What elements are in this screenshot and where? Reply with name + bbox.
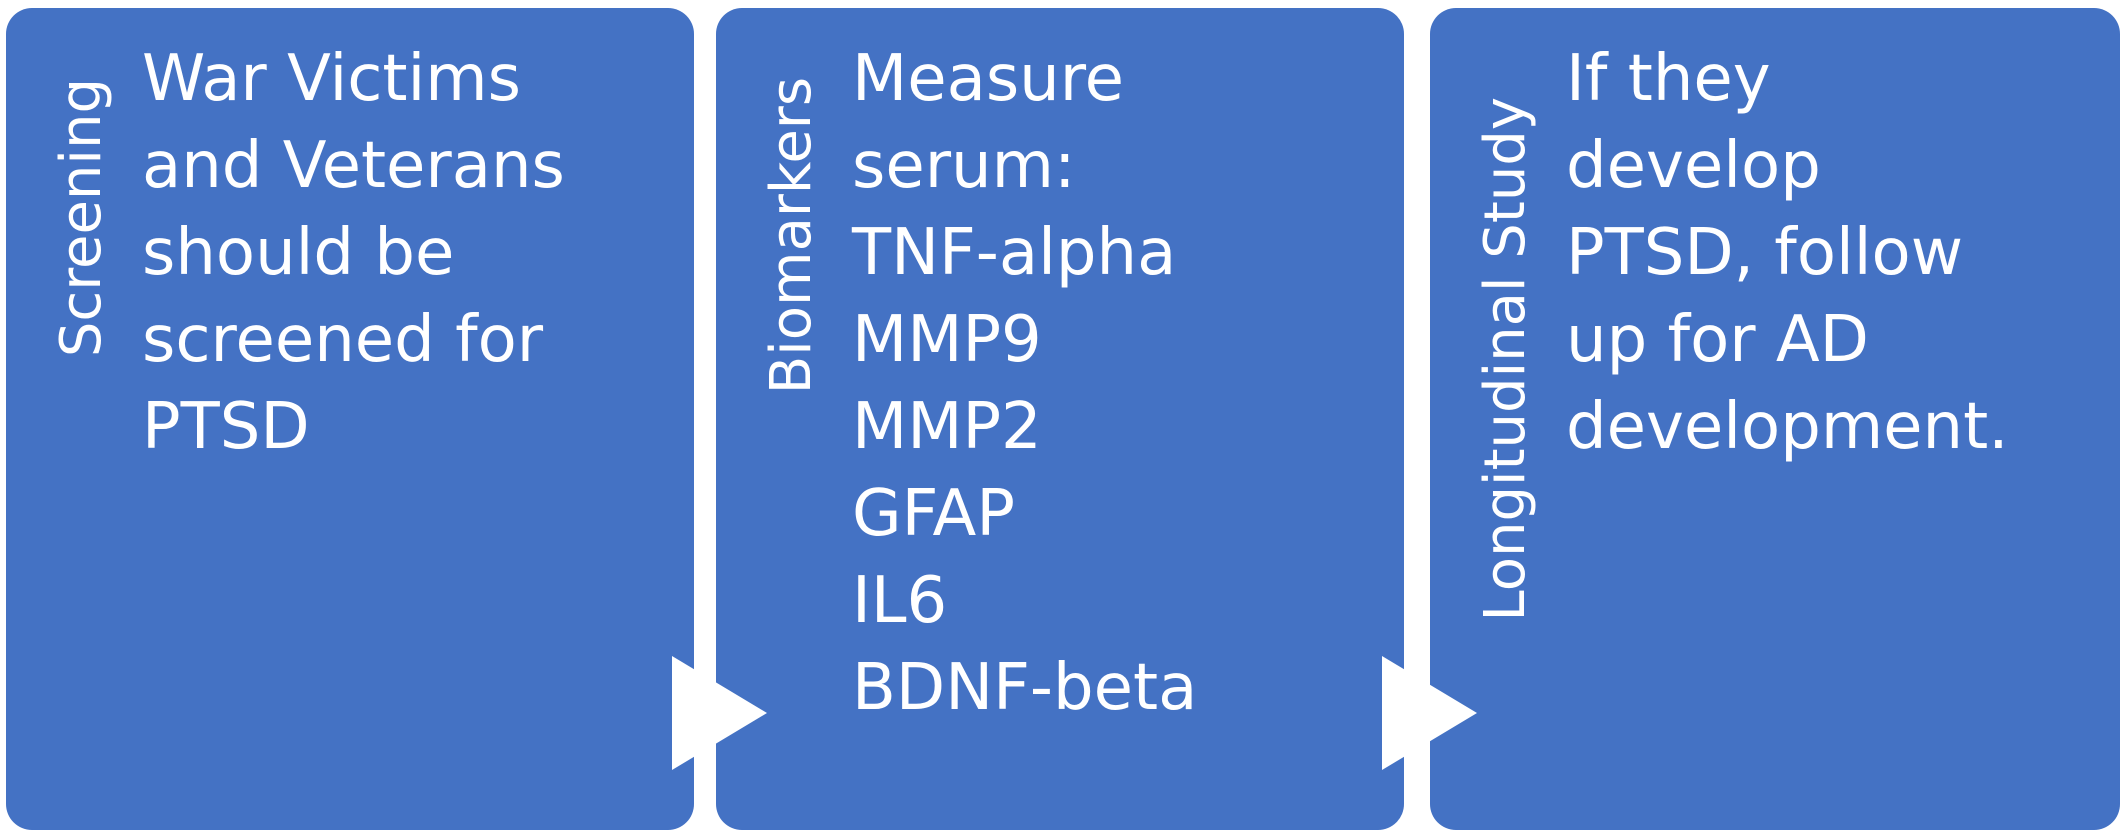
step-biomarkers-title-text: Biomarkers xyxy=(759,76,824,395)
step-longitudinal-study-line: up for AD xyxy=(1566,303,1869,377)
step-longitudinal-study-box: Longitudinal Study If they develop PTSD,… xyxy=(1430,8,2120,830)
step-longitudinal-study-title: Longitudinal Study xyxy=(1468,38,1544,680)
step-longitudinal-study-line: develop xyxy=(1566,129,1821,203)
flow-arrow-right-icon xyxy=(1382,656,1477,770)
step-screening-box: Screening War Victims and Veterans shoul… xyxy=(6,8,694,830)
biomarker-item: IL6 xyxy=(852,564,948,638)
step-screening-line: and Veterans xyxy=(142,129,565,203)
step-screening-line: PTSD xyxy=(142,390,310,464)
step-screening-title-text: Screening xyxy=(49,78,114,358)
step-screening-line: screened for xyxy=(142,303,544,377)
biomarker-item: GFAP xyxy=(852,477,1015,551)
step-longitudinal-study-line: PTSD, follow xyxy=(1566,216,1964,290)
step-screening-line: should be xyxy=(142,216,455,290)
step-screening-title: Screening xyxy=(44,38,120,398)
step-biomarkers-box: Biomarkers Measure serum: TNF-alpha MMP9… xyxy=(716,8,1404,830)
biomarker-item: BDNF-beta xyxy=(852,651,1198,725)
step-longitudinal-study-line: development. xyxy=(1566,390,2009,464)
step-biomarkers-title: Biomarkers xyxy=(754,38,830,433)
step-longitudinal-study-line: If they xyxy=(1566,42,1771,116)
step-screening-content: War Victims and Veterans should be scree… xyxy=(142,36,682,471)
step-longitudinal-study-content: If they develop PTSD, follow up for AD d… xyxy=(1566,36,2106,471)
step-biomarkers-line: serum: xyxy=(852,129,1076,203)
step-biomarkers-line: Measure xyxy=(852,42,1124,116)
biomarker-item: MMP9 xyxy=(852,303,1042,377)
biomarker-item: TNF-alpha xyxy=(852,216,1177,290)
step-longitudinal-study-title-text: Longitudinal Study xyxy=(1473,96,1538,622)
step-biomarkers-content: Measure serum: TNF-alpha MMP9 MMP2 GFAP … xyxy=(852,36,1392,732)
biomarker-item: MMP2 xyxy=(852,390,1042,464)
flow-arrow-right-icon xyxy=(672,656,767,770)
step-screening-line: War Victims xyxy=(142,42,521,116)
